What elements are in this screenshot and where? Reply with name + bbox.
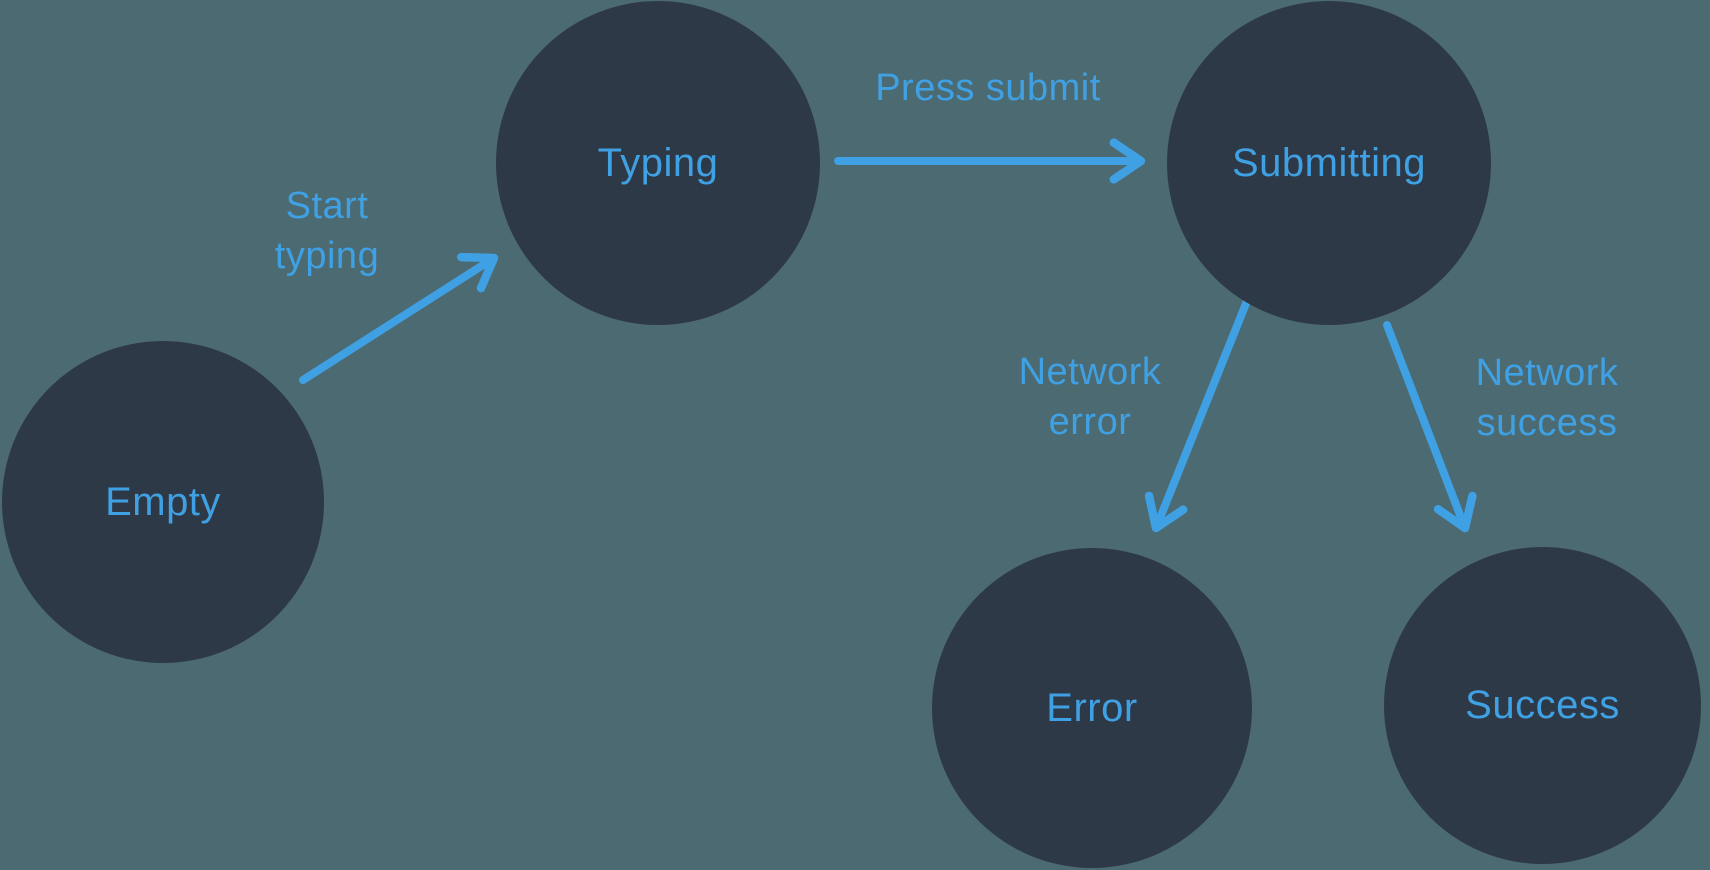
transition-label-start-typing: Start typing (275, 181, 379, 281)
transition-label-network-success: Network success (1476, 348, 1619, 448)
transition-label-line: Press submit (875, 67, 1101, 109)
state-empty: Empty (2, 341, 324, 663)
transition-label-press-submit: Press submit (875, 63, 1101, 113)
state-success: Success (1384, 547, 1701, 864)
arrow-network-error (1144, 297, 1251, 533)
transition-label-line: success (1476, 402, 1618, 444)
state-label-empty: Empty (105, 479, 221, 524)
state-typing: Typing (496, 1, 820, 325)
state-submitting: Submitting (1167, 1, 1491, 325)
state-error: Error (932, 548, 1252, 868)
arrow-network-success (1383, 321, 1477, 533)
transition-label-network-error: Network error (1019, 347, 1162, 447)
state-label-typing: Typing (597, 140, 719, 185)
transition-label-line: error (1048, 401, 1132, 443)
transition-label-line: Network (1475, 352, 1619, 394)
state-label-success: Success (1465, 683, 1620, 727)
transition-label-line: Network (1018, 351, 1162, 393)
transition-label-line: typing (274, 235, 380, 277)
transition-label-line: Start (285, 185, 369, 227)
state-label-submitting: Submitting (1232, 140, 1426, 185)
state-label-error: Error (1046, 685, 1138, 730)
